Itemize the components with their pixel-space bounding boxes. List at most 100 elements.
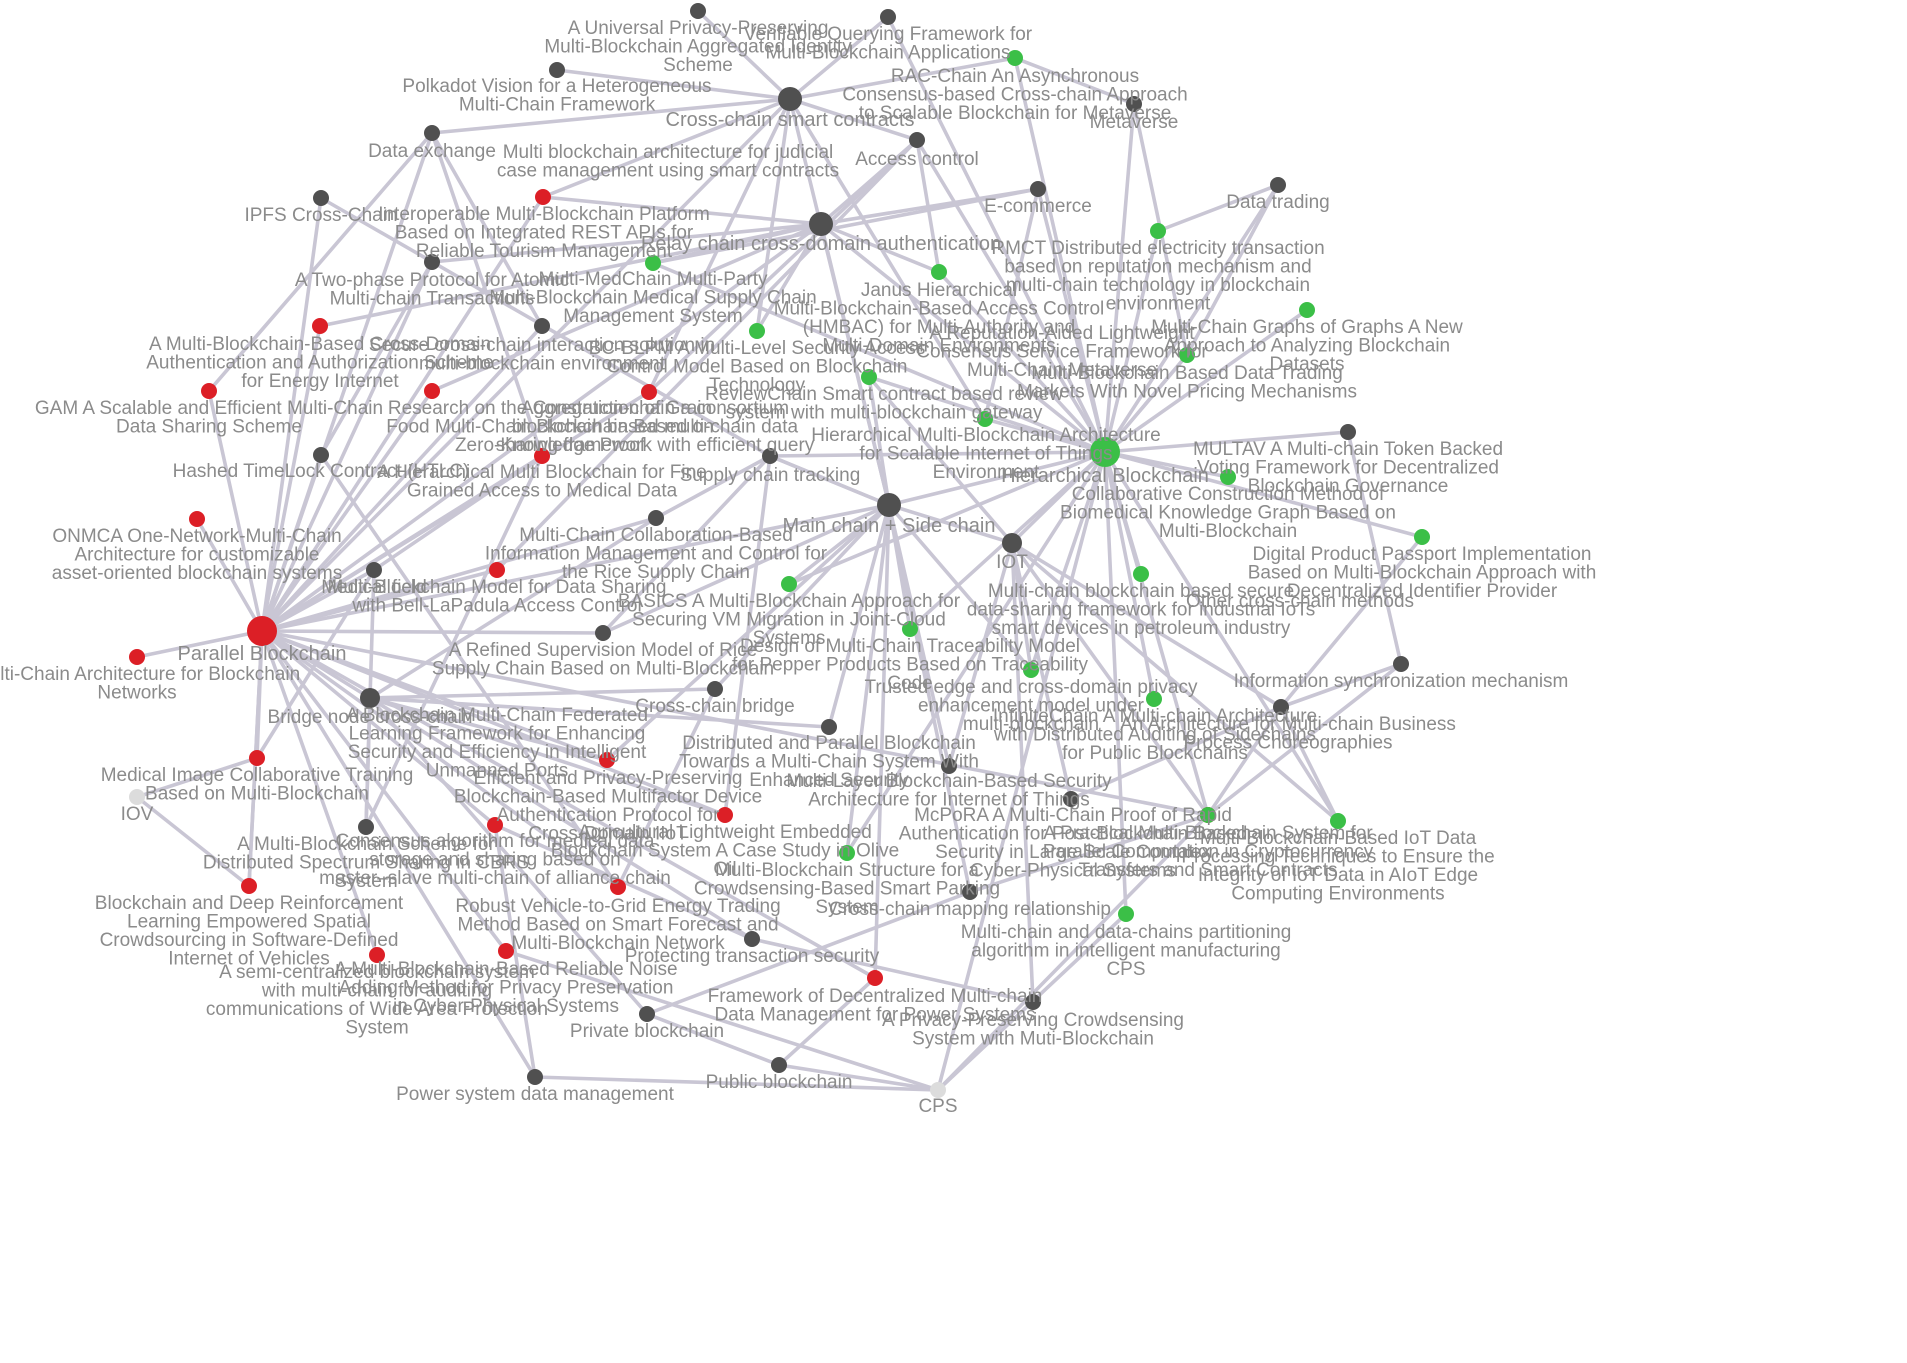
node-data_trading[interactable]: [1270, 177, 1286, 193]
edge-hierarchical-aiot: [1103, 450, 1340, 823]
node-rmct[interactable]: [1150, 223, 1166, 239]
edge-relay-judicial: [541, 195, 823, 226]
node-agri[interactable]: [717, 807, 733, 823]
node-protecting[interactable]: [744, 931, 760, 947]
node-petroleum[interactable]: [1133, 566, 1149, 582]
node-data_exchange[interactable]: [424, 125, 440, 141]
node-other_cross[interactable]: [1273, 699, 1289, 715]
node-bridge[interactable]: [360, 688, 380, 708]
node-gam[interactable]: [201, 383, 217, 399]
node-relay[interactable]: [809, 212, 833, 236]
label-hier_iot: Hierarchical Multi-Blockchain Architectu…: [811, 425, 1161, 483]
node-hier_iot[interactable]: [861, 369, 877, 385]
node-judicial[interactable]: [535, 189, 551, 205]
label-line: Multi-Blockchain: [1159, 521, 1297, 542]
node-bpc[interactable]: [1146, 691, 1162, 707]
label-line: Multi-Blockchain Applications: [765, 43, 1010, 64]
edge-htlc-two_phase: [319, 260, 434, 457]
edge-parallel-v2g: [260, 629, 620, 889]
node-parking[interactable]: [839, 845, 855, 861]
node-power[interactable]: [527, 1069, 543, 1085]
node-two_phase[interactable]: [424, 254, 440, 270]
node-pepper[interactable]: [902, 621, 918, 637]
node-ipfs[interactable]: [313, 190, 329, 206]
node-infinite[interactable]: [1063, 791, 1079, 807]
node-multimedchain[interactable]: [645, 255, 661, 271]
node-public[interactable]: [771, 1057, 787, 1073]
node-multifactor[interactable]: [487, 817, 503, 833]
node-trusted_edge[interactable]: [1023, 662, 1039, 678]
node-info_sync[interactable]: [1393, 656, 1409, 672]
edge-parallel-semi_central: [260, 629, 379, 957]
node-medsupply[interactable]: [749, 323, 765, 339]
node-polkadot[interactable]: [549, 62, 565, 78]
node-private[interactable]: [639, 1006, 655, 1022]
node-mapping[interactable]: [962, 884, 978, 900]
node-verifiable[interactable]: [880, 9, 896, 25]
node-racchain[interactable]: [1007, 50, 1023, 66]
node-htlc[interactable]: [313, 447, 329, 463]
label-line: asset-oriented blockchain systems: [52, 563, 342, 584]
node-cps[interactable]: [930, 1082, 946, 1098]
label-line: Architecture for customizable: [75, 545, 320, 566]
node-refined[interactable]: [595, 625, 611, 641]
node-v2g[interactable]: [610, 879, 626, 895]
node-ecommerce[interactable]: [1030, 181, 1046, 197]
node-decentral_power[interactable]: [867, 970, 883, 986]
node-graphs[interactable]: [1299, 302, 1315, 318]
label-line: enhancement model under: [918, 696, 1145, 717]
node-reputation[interactable]: [1179, 347, 1195, 363]
label-gam: GAM A Scalable and Efficient Multi-Chain…: [35, 398, 383, 438]
node-janus[interactable]: [931, 264, 947, 280]
label-line: Cross-Domain IIoT: [528, 824, 688, 845]
node-universal[interactable]: [690, 3, 706, 19]
node-aiot[interactable]: [1330, 813, 1346, 829]
node-crowdsensing[interactable]: [1025, 994, 1041, 1010]
node-basics[interactable]: [781, 576, 797, 592]
node-biomedical[interactable]: [1220, 469, 1236, 485]
node-federated[interactable]: [599, 752, 615, 768]
node-passport[interactable]: [1414, 529, 1430, 545]
node-medical_field[interactable]: [366, 562, 382, 578]
node-access_control[interactable]: [909, 132, 925, 148]
node-metaverse[interactable]: [1126, 96, 1142, 112]
node-main_side[interactable]: [877, 493, 901, 517]
node-aggregation[interactable]: [762, 448, 778, 464]
node-rice_supply[interactable]: [648, 510, 664, 526]
node-iot[interactable]: [1002, 533, 1022, 553]
node-hierarchical[interactable]: [1090, 437, 1120, 467]
label-line: Security and Efficiency in Intelligent: [348, 742, 647, 763]
node-multitoken[interactable]: [1340, 424, 1356, 440]
node-secure_cross[interactable]: [534, 318, 550, 334]
node-bcbpm[interactable]: [641, 384, 657, 400]
node-research_grain[interactable]: [424, 383, 440, 399]
edge-hierarchical-basics: [787, 450, 1107, 586]
node-distributed_parallel[interactable]: [821, 719, 837, 735]
node-crypto[interactable]: [1200, 807, 1216, 823]
node-mc_arch[interactable]: [129, 649, 145, 665]
edge-data_trading-rmct: [1156, 183, 1280, 233]
label-line: RMCT Distributed electricity transaction: [991, 238, 1324, 259]
node-spectrum[interactable]: [241, 878, 257, 894]
node-onmca[interactable]: [189, 511, 205, 527]
node-semi_central[interactable]: [369, 947, 385, 963]
label-line: Efficient and Privacy-Preserving: [474, 768, 743, 789]
node-manufacturing[interactable]: [1118, 906, 1134, 922]
edge-main_side-refined: [601, 503, 891, 635]
node-noise[interactable]: [498, 943, 514, 959]
node-medical_image[interactable]: [249, 750, 265, 766]
node-bell[interactable]: [489, 562, 505, 578]
node-reviewchain[interactable]: [977, 411, 993, 427]
node-crosschain_sc[interactable]: [778, 87, 802, 111]
node-cross_bridge[interactable]: [707, 681, 723, 697]
label-manufacturing: Multi-chain and data-chains partitioning…: [961, 922, 1292, 980]
node-multilayer[interactable]: [941, 758, 957, 774]
node-ma_cross_auth[interactable]: [312, 318, 328, 334]
node-parallel[interactable]: [247, 616, 277, 646]
node-consensus_medical[interactable]: [358, 819, 374, 835]
node-hier_medical[interactable]: [534, 448, 550, 464]
node-iov[interactable]: [129, 789, 145, 805]
label-line: Blockchain System A Case Study in Olive: [551, 841, 900, 862]
